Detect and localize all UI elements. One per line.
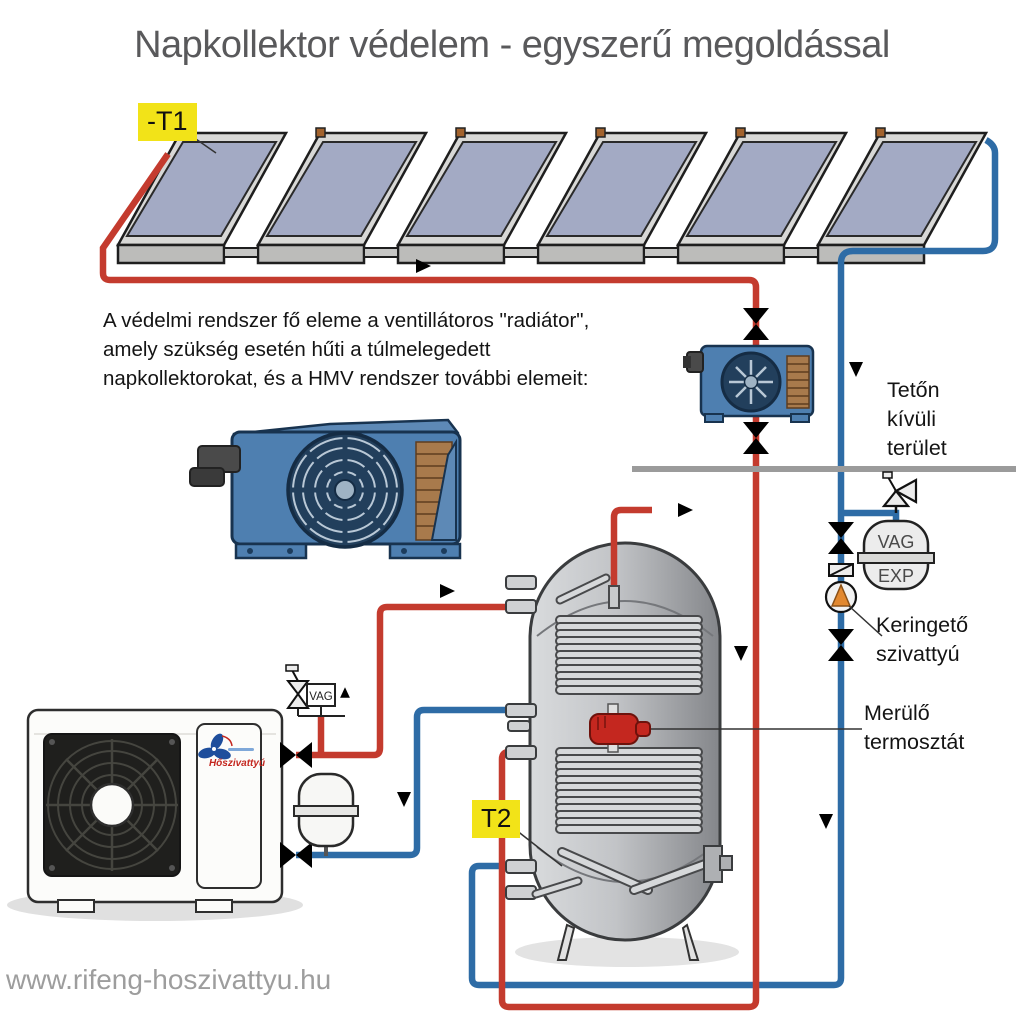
heatpump-logo-text: Hőszivattyú <box>209 758 265 769</box>
flow-arrow-right-icon <box>652 503 693 517</box>
sensor-label-t1: -T1 <box>138 103 197 141</box>
heatpump-foot <box>57 899 95 913</box>
description-text: A védelmi rendszer fő eleme a ventilláto… <box>103 306 589 393</box>
pump-pointer-line <box>848 605 883 637</box>
hot-pipe-tank-top-outlet <box>610 506 652 590</box>
fan-hub <box>89 782 135 828</box>
tank-top-stub <box>608 585 620 609</box>
fan-radiator-large <box>189 418 462 560</box>
tank-leg <box>556 923 576 961</box>
safety-vag-label: VAG <box>309 691 332 703</box>
circulation-pump-icon <box>824 580 858 614</box>
roof-zone-label: Tetőn kívüli terület <box>887 378 947 460</box>
solar-panel <box>816 131 988 265</box>
tank-inner-pipe <box>557 575 609 603</box>
tank-leg <box>681 923 700 961</box>
sensor-label-t2: T2 <box>472 800 521 838</box>
vessel-label-bottom: EXP <box>878 566 914 586</box>
tank-shadow <box>515 937 739 967</box>
page-title: Napkollektor védelem - egyszerű megoldás… <box>134 24 890 66</box>
storage-tank <box>505 541 862 967</box>
flow-arrow-down-icon <box>819 788 833 829</box>
description-line: amely szükség esetén hűti a túlmelegedet… <box>103 338 491 361</box>
vent-arrow-icon <box>340 687 350 716</box>
solar-collector-array <box>116 127 988 265</box>
cold-pipe-collector-return <box>468 137 999 989</box>
flow-arrow-down-icon <box>397 766 411 807</box>
upper-coil <box>555 615 703 695</box>
side-panel <box>196 723 262 889</box>
heatpump-foot <box>195 899 233 913</box>
t1-pointer-line <box>192 136 217 154</box>
tank-ports <box>505 575 537 900</box>
flow-arrow-right-icon <box>414 584 455 598</box>
shutoff-valve-icon <box>743 308 769 340</box>
tank-inner-pipe <box>533 878 581 897</box>
safety-group: VAG <box>285 664 350 717</box>
cold-pipe-heatpump-return <box>296 706 534 859</box>
tank-side-fitting <box>719 855 733 871</box>
shutoff-valve-icon <box>828 522 854 554</box>
heatpump-logo: Hőszivattyú <box>198 733 265 769</box>
pipe-network <box>99 137 999 1011</box>
shutoff-valve-icon <box>828 629 854 661</box>
shutoff-valve-icon <box>743 422 769 454</box>
shutoff-valve-icon <box>280 742 312 768</box>
check-valve-icon <box>828 563 854 577</box>
vessel-label-top: VAG <box>878 532 915 552</box>
description-line: napkollektorokat, és a HMV rendszer tová… <box>103 367 589 390</box>
expansion-vessel-solar: VAG EXP <box>857 519 935 591</box>
lower-coil <box>555 747 721 895</box>
heat-pump-unit: Hőszivattyú <box>7 708 303 921</box>
panel-top-fittings <box>315 127 886 138</box>
hot-pipe-collector-loop <box>99 152 760 1011</box>
fan-motor-cap <box>189 467 225 487</box>
safety-valve-icon <box>285 664 311 709</box>
safety-valve-icon <box>881 471 918 513</box>
safety-vag-box <box>306 683 336 707</box>
immersion-thermostat-label: Merülő termosztát <box>864 701 965 754</box>
description-line: A védelmi rendszer fő eleme a ventilláto… <box>103 309 590 332</box>
t2-pointer-line <box>515 829 563 867</box>
expansion-vessel-heatpump <box>293 772 359 856</box>
hot-pipe-heatpump-supply <box>296 603 534 759</box>
immersion-thermostat-icon <box>589 703 651 753</box>
circulation-pump-label: Keringető szivattyú <box>876 613 969 666</box>
watermark: www.rifeng-hoszivattyu.hu <box>6 964 332 995</box>
flow-arrow-down-icon <box>849 336 863 377</box>
shutoff-valve-icon <box>280 842 312 868</box>
flow-arrow-down-icon <box>734 620 748 661</box>
panel-connectors <box>223 247 819 258</box>
fan-radiator-small <box>683 344 815 423</box>
fan-motor-cap <box>683 356 691 368</box>
